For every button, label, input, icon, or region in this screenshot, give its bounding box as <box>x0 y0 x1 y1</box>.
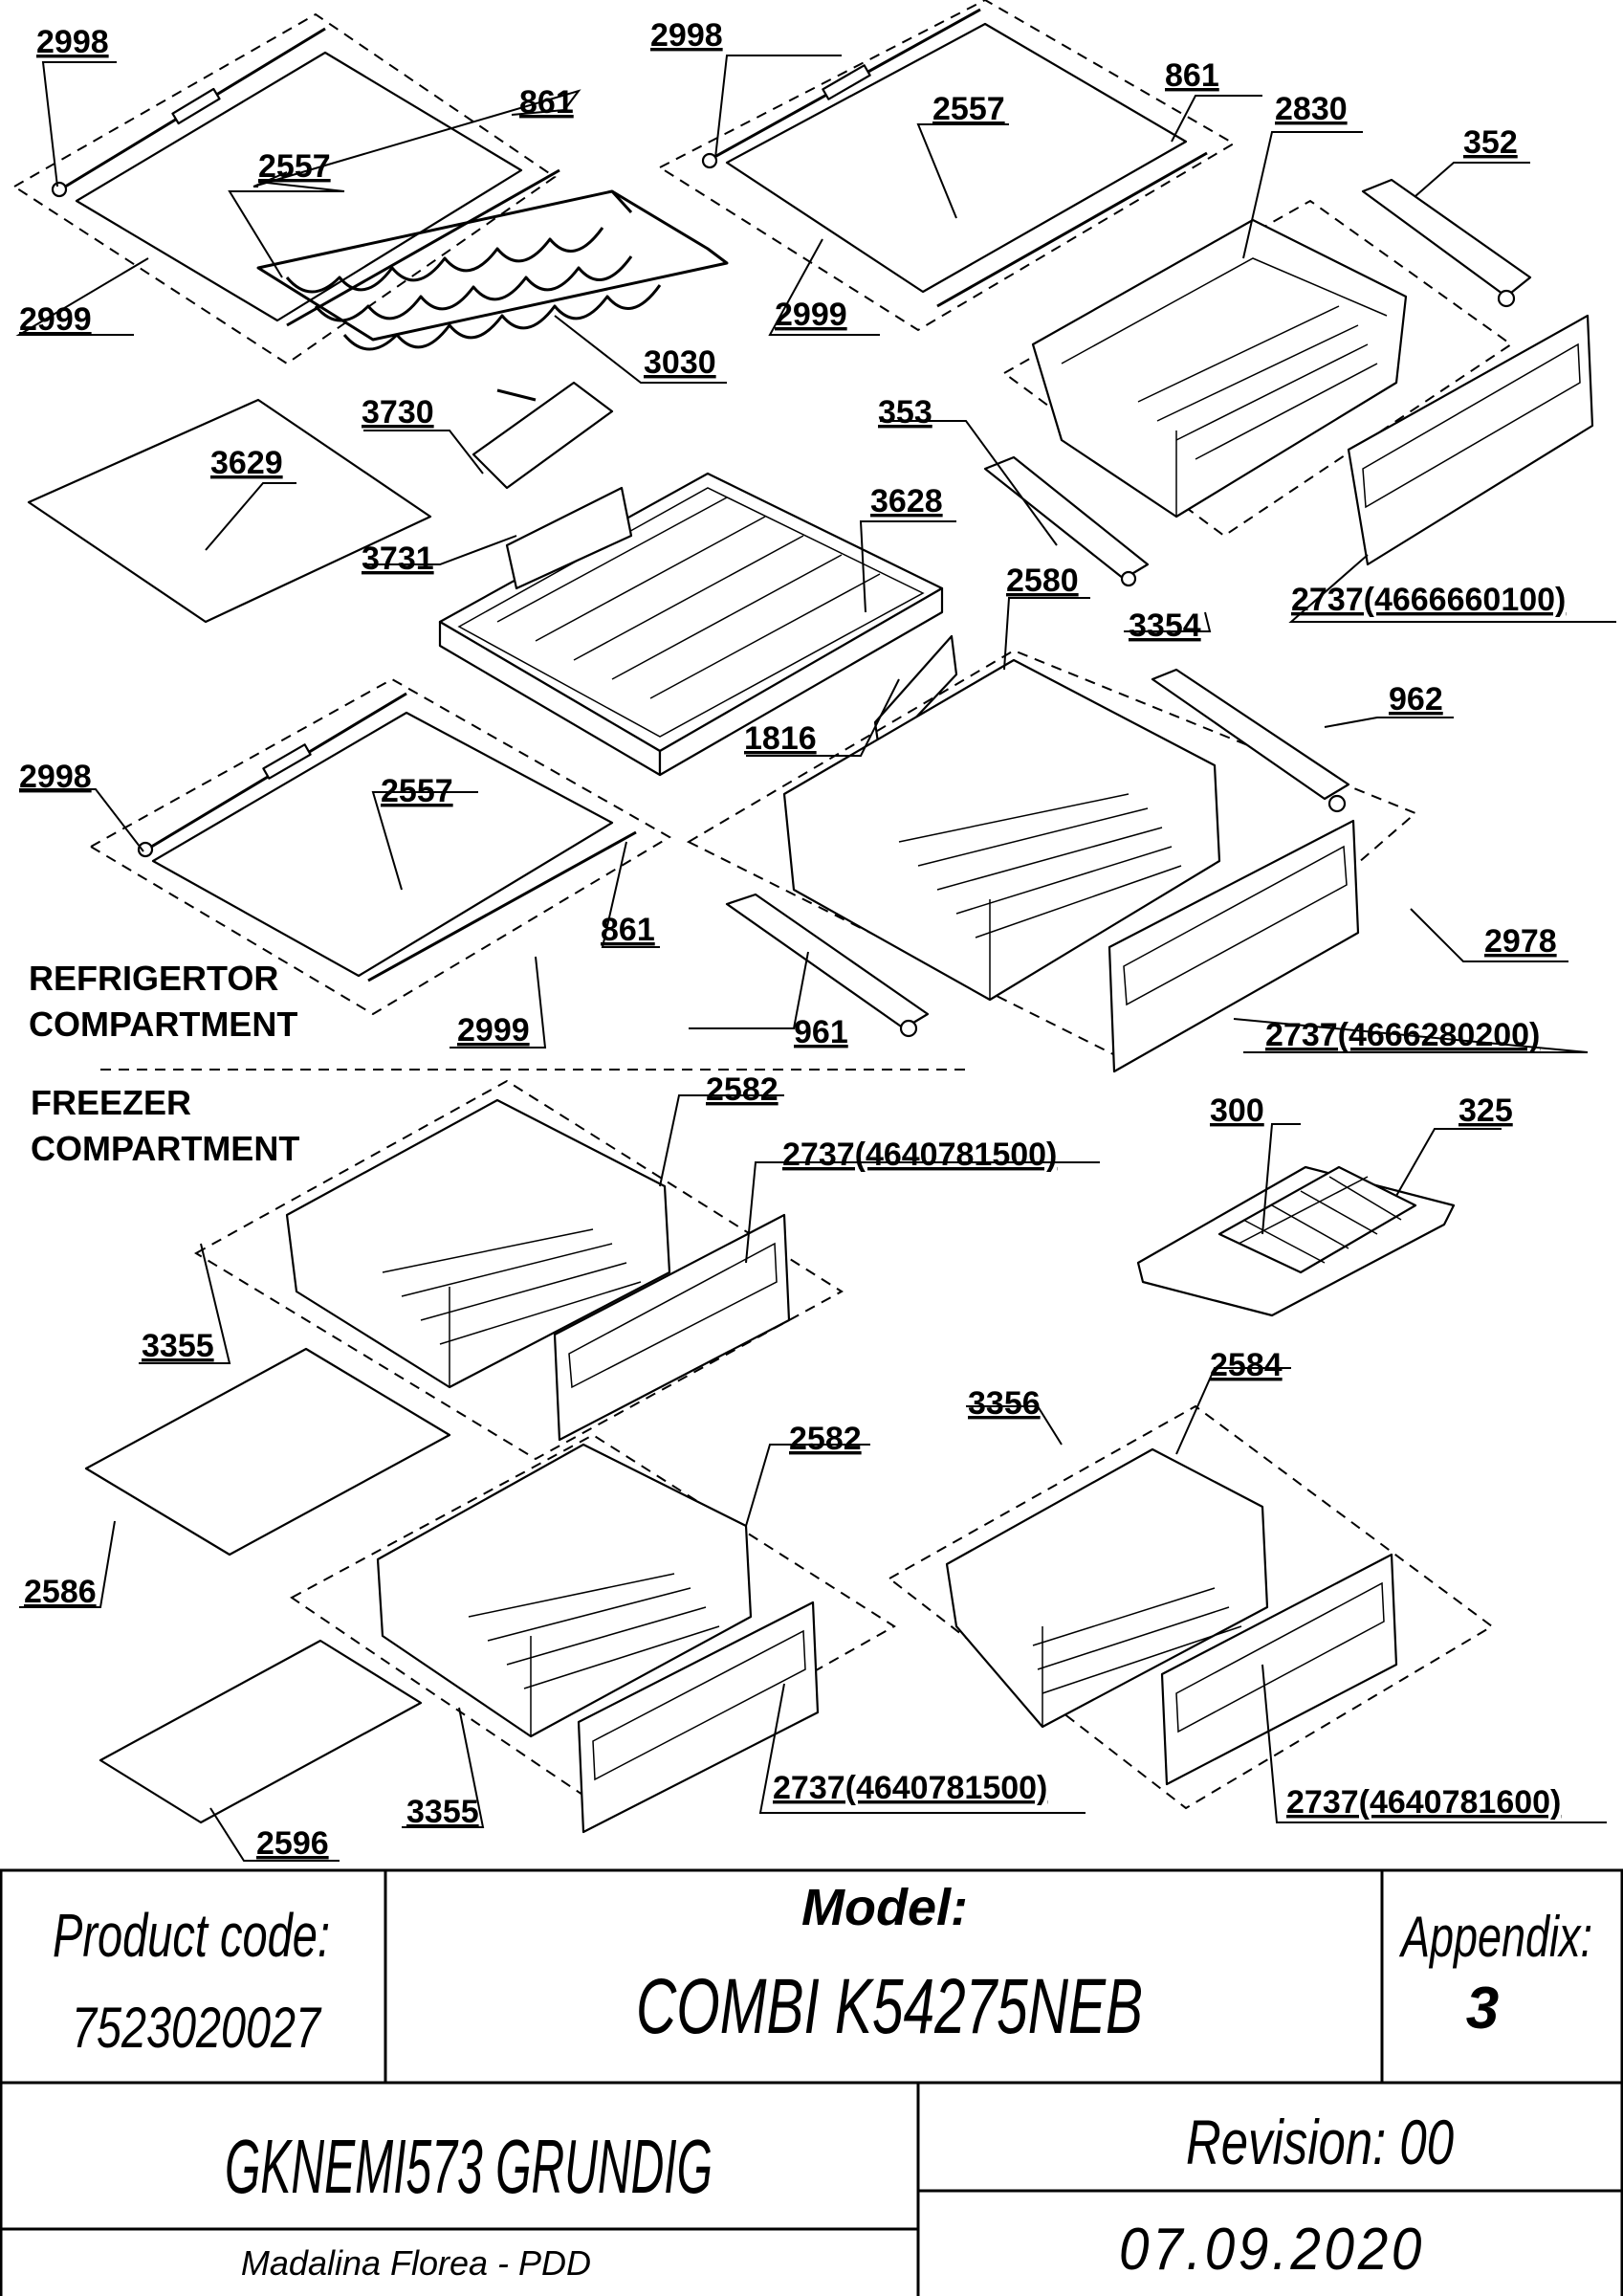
callout-2557: 2557 <box>381 773 453 809</box>
callout-2830: 2830 <box>1275 91 1348 127</box>
callout-3030: 3030 <box>644 344 716 381</box>
refrigerator-label-line1: REFRIGERTOR <box>29 959 278 998</box>
glass-shelf-upper-left <box>12 12 560 365</box>
appendix-value: 3 <box>1466 1976 1499 2042</box>
glass-shelf-lower <box>88 677 671 1016</box>
rail-961 <box>725 893 930 1038</box>
drawer-front-4640781500-upper <box>553 1213 791 1442</box>
section-labels: REFRIGERTOR COMPARTMENT FREEZER COMPARTM… <box>29 959 299 1168</box>
callout-2737-4666660100: 2737(4666660100) <box>1291 582 1566 618</box>
drawer-front-4640781600 <box>1160 1553 1398 1786</box>
freezer-basket-lower <box>290 1433 896 1800</box>
callout-3731: 3731 <box>362 541 434 577</box>
freezer-basket-2584 <box>888 1404 1494 1810</box>
ice-tray <box>1136 1165 1456 1317</box>
callout-2557: 2557 <box>932 91 1005 127</box>
callout-3355: 3355 <box>142 1328 214 1364</box>
glass-shelf-upper-right <box>657 0 1236 332</box>
chill-drawer-cover-3628 <box>438 381 944 777</box>
author: Madalina Florea - PDD <box>241 2243 591 2283</box>
wine-rack <box>256 189 729 402</box>
callout-325: 325 <box>1459 1093 1513 1129</box>
callout-2582: 2582 <box>789 1421 862 1457</box>
callout-2978: 2978 <box>1484 923 1557 960</box>
callout-2582: 2582 <box>706 1071 779 1108</box>
callout-2737-4640781600: 2737(4640781600) <box>1286 1784 1561 1821</box>
drawer-front-4640781500-lower <box>577 1601 820 1834</box>
callout-3356: 3356 <box>968 1385 1041 1422</box>
appendix-label: Appendix: <box>1399 1905 1592 1969</box>
refrigerator-label-line2: COMPARTMENT <box>29 1004 297 1044</box>
callout-2557: 2557 <box>258 148 331 185</box>
product-name: GKNEMI573 GRUNDIG <box>225 2124 713 2209</box>
callout-353: 353 <box>878 394 932 430</box>
title-block: Product code: 7523020027 Model: COMBI K5… <box>0 1868 1623 2296</box>
callout-2998: 2998 <box>650 17 723 54</box>
callout-2586: 2586 <box>24 1574 97 1610</box>
callout-2998: 2998 <box>19 759 92 795</box>
callout-2999: 2999 <box>19 301 92 338</box>
rail-352 <box>1361 178 1532 308</box>
callout-861: 861 <box>601 912 655 948</box>
callout-2737-4640781500: 2737(4640781500) <box>773 1770 1047 1806</box>
glass-plate-2596 <box>99 1639 423 1824</box>
glass-plate-3629 <box>27 398 432 624</box>
callout-3730: 3730 <box>362 394 434 430</box>
callout-3354: 3354 <box>1129 607 1201 644</box>
callout-2998: 2998 <box>36 24 109 60</box>
callout-2737-4666280200: 2737(4666280200) <box>1265 1017 1540 1053</box>
model-label: Model: <box>801 1879 968 1936</box>
callout-352: 352 <box>1463 124 1518 161</box>
callout-2737-4640781500: 2737(4640781500) <box>782 1137 1057 1173</box>
callout-3629: 3629 <box>210 445 283 481</box>
fresh-drawer-2580 <box>686 649 1417 1064</box>
callout-3355: 3355 <box>406 1794 479 1830</box>
callout-962: 962 <box>1389 681 1443 718</box>
part-callouts: 2998 861 2557 2999 3030 2998 2557 861 29… <box>19 17 1566 1862</box>
callout-861: 861 <box>1165 57 1219 94</box>
callout-861: 861 <box>519 84 574 121</box>
leader-lines <box>15 55 1616 1862</box>
callout-300: 300 <box>1210 1093 1264 1129</box>
product-code-value: 7523020027 <box>72 1996 322 2060</box>
callout-961: 961 <box>794 1014 848 1050</box>
revision: Revision: 00 <box>1186 2107 1454 2177</box>
callout-2596: 2596 <box>256 1825 329 1862</box>
callout-1816: 1816 <box>744 720 817 757</box>
callout-2584: 2584 <box>1210 1347 1283 1383</box>
freezer-basket-upper <box>194 1079 844 1461</box>
callout-2999: 2999 <box>775 297 847 333</box>
model-value: COMBI K54275NEB <box>636 1963 1143 2050</box>
freezer-label-line2: COMPARTMENT <box>31 1129 299 1168</box>
drawer-front-4666280200 <box>1108 819 1360 1073</box>
callout-3628: 3628 <box>870 483 943 519</box>
drawer-front-4666660100 <box>1347 314 1594 566</box>
rail-962 <box>1151 668 1350 813</box>
glass-plate-2586 <box>84 1347 451 1556</box>
callout-2580: 2580 <box>1006 563 1079 599</box>
date: 07.09.2020 <box>1119 2217 1425 2283</box>
callout-2999: 2999 <box>457 1012 530 1049</box>
freezer-label-line1: FREEZER <box>31 1083 191 1122</box>
rail-353 <box>983 455 1150 587</box>
product-code-label: Product code: <box>53 1901 330 1970</box>
